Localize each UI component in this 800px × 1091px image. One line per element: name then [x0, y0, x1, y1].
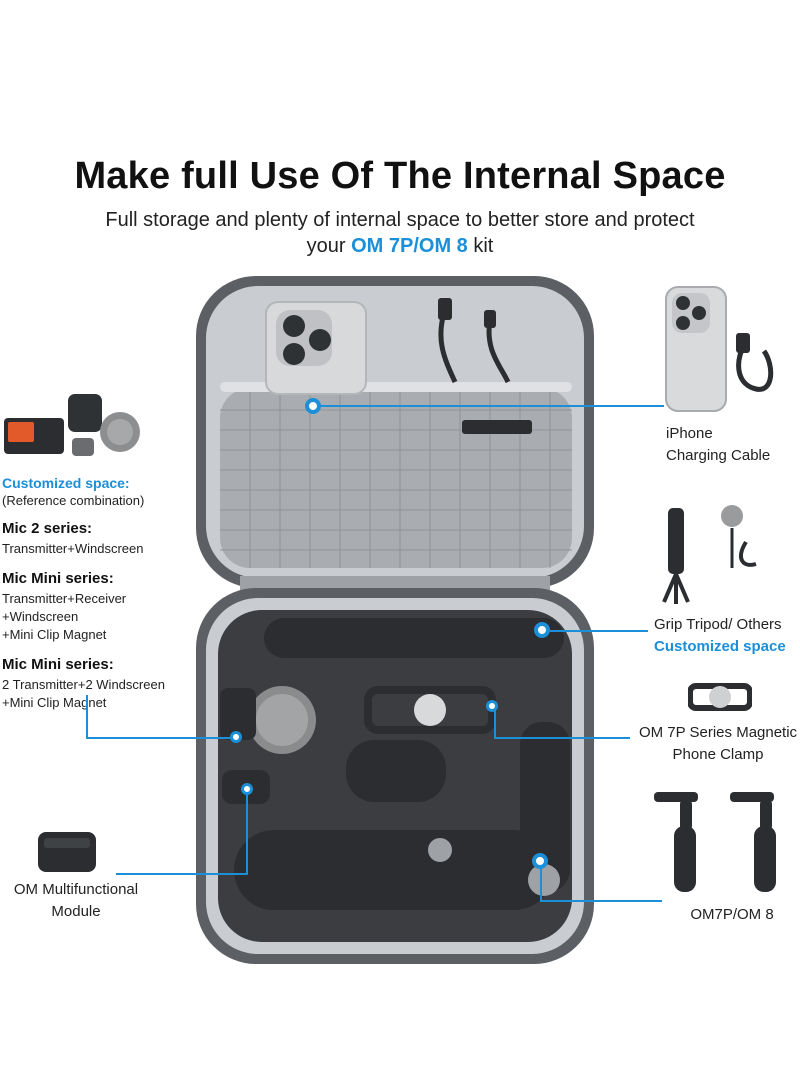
leader-line-clamp-vertical: [494, 708, 496, 738]
group-title-mic-mini-b: Mic Mini series:: [2, 656, 114, 673]
page-subtitle-line2: your OM 7P/OM 8 kit: [0, 235, 800, 258]
callout-dot-tripod: [534, 622, 550, 638]
group-line-mic-mini-b-1: 2 Transmitter+2 Windscreen: [2, 677, 165, 692]
subtitle-suffix: kit: [467, 235, 494, 257]
callout-dot-module: [241, 783, 253, 795]
tripod-label-line1: Grip Tripod/ Others: [654, 616, 782, 633]
group-title-mic-mini-a: Mic Mini series:: [2, 570, 114, 587]
callout-dot-gimbal: [532, 853, 548, 869]
subtitle-prefix: your: [306, 235, 352, 257]
om-module-label-line1: OM Multifunctional: [13, 881, 139, 898]
group-line-mic-mini-b-2: +Mini Clip Magnet: [2, 695, 107, 710]
iphone-label-line1: iPhone: [666, 425, 713, 442]
subtitle-model-highlight: OM 7P/OM 8: [351, 235, 468, 257]
iphone-cable-image: [664, 285, 784, 415]
leader-line-clamp: [494, 737, 630, 739]
customized-space-note: (Reference combination): [2, 493, 145, 508]
page-subtitle-line1: Full storage and plenty of internal spac…: [105, 209, 695, 231]
mic-kit-image: [2, 390, 142, 460]
customized-space-title: Customized space:: [2, 475, 130, 491]
group-line-mic-mini-a-1: Transmitter+Receiver: [2, 591, 127, 606]
clamp-label-line2: Phone Clamp: [672, 746, 764, 763]
group-line-mic2: Transmitter+Windscreen: [2, 541, 144, 556]
leader-line-tripod: [548, 630, 648, 632]
leader-line-module-vertical: [246, 790, 248, 875]
group-line-mic-mini-a-3: +Mini Clip Magnet: [2, 627, 107, 642]
tripod-image: [660, 502, 770, 607]
callout-dot-iphone: [305, 398, 321, 414]
om-module-label-line2: Module: [51, 903, 101, 920]
leader-line-gimbal: [540, 900, 662, 902]
callout-dot-mic: [230, 731, 242, 743]
clamp-label-line1: OM 7P Series Magnetic: [638, 724, 798, 741]
leader-line-module: [116, 873, 248, 875]
phone-clamp-image: [688, 680, 752, 716]
group-line-mic-mini-a-2: +Windscreen: [2, 609, 79, 624]
iphone-label-line2: Charging Cable: [666, 447, 771, 464]
gimbal-pair-image: [650, 786, 795, 896]
gimbal-label: OM7P/OM 8: [690, 906, 774, 923]
om-module-image: [36, 830, 100, 874]
leader-line-mic-vertical: [86, 695, 88, 739]
tripod-label-line2: Customized space: [654, 638, 786, 655]
leader-line-iphone: [318, 405, 664, 407]
leader-line-mic-horizontal: [86, 737, 232, 739]
callout-dot-clamp: [486, 700, 498, 712]
group-title-mic2: Mic 2 series:: [2, 520, 93, 537]
leader-line-gimbal-vertical: [540, 862, 542, 902]
open-case-image: [190, 270, 610, 970]
page-title: Make full Use Of The Internal Space: [74, 155, 726, 197]
